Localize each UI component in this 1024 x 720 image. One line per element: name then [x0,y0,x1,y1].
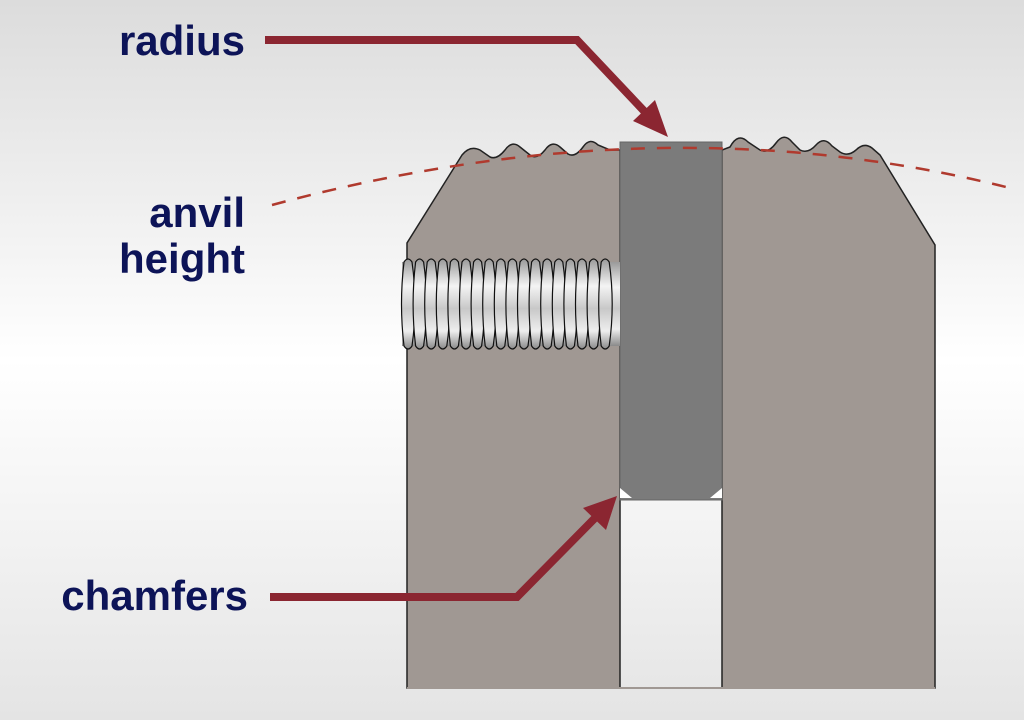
thread-turn [400,258,416,350]
chamfer-right [710,488,722,498]
thread-turn [528,258,544,350]
thread-turn [505,258,520,350]
thread-turn [516,258,532,350]
thread-turn [598,258,613,350]
thread-turn [493,258,509,350]
anvil-height-dashed-line [271,146,1011,207]
right-block [721,136,936,689]
left-block [406,140,621,689]
label-chamfers: chamfers [61,572,248,619]
radius-arrow [265,36,668,137]
label-anvil-line2: height [119,235,245,282]
thread-turn [586,258,602,350]
thread-turn [424,258,439,350]
thread-turn [574,258,590,350]
chamfer-left [620,488,632,498]
thread-turn [540,258,555,350]
label-anvil-line1: anvil [149,189,245,236]
label-radius: radius [118,17,245,64]
thread-turn [551,258,567,350]
label-anvil-height: anvil height [60,190,245,282]
threaded-rod [400,258,620,350]
thread-turn [563,258,578,350]
thread-turn [482,258,497,350]
chamfers-arrow [270,496,617,601]
thread-turn [458,258,474,350]
thread-turn [447,258,462,350]
thread-turn [470,258,486,350]
thread-turn [435,258,451,350]
thread-turn [412,258,428,350]
anvil [619,141,723,501]
